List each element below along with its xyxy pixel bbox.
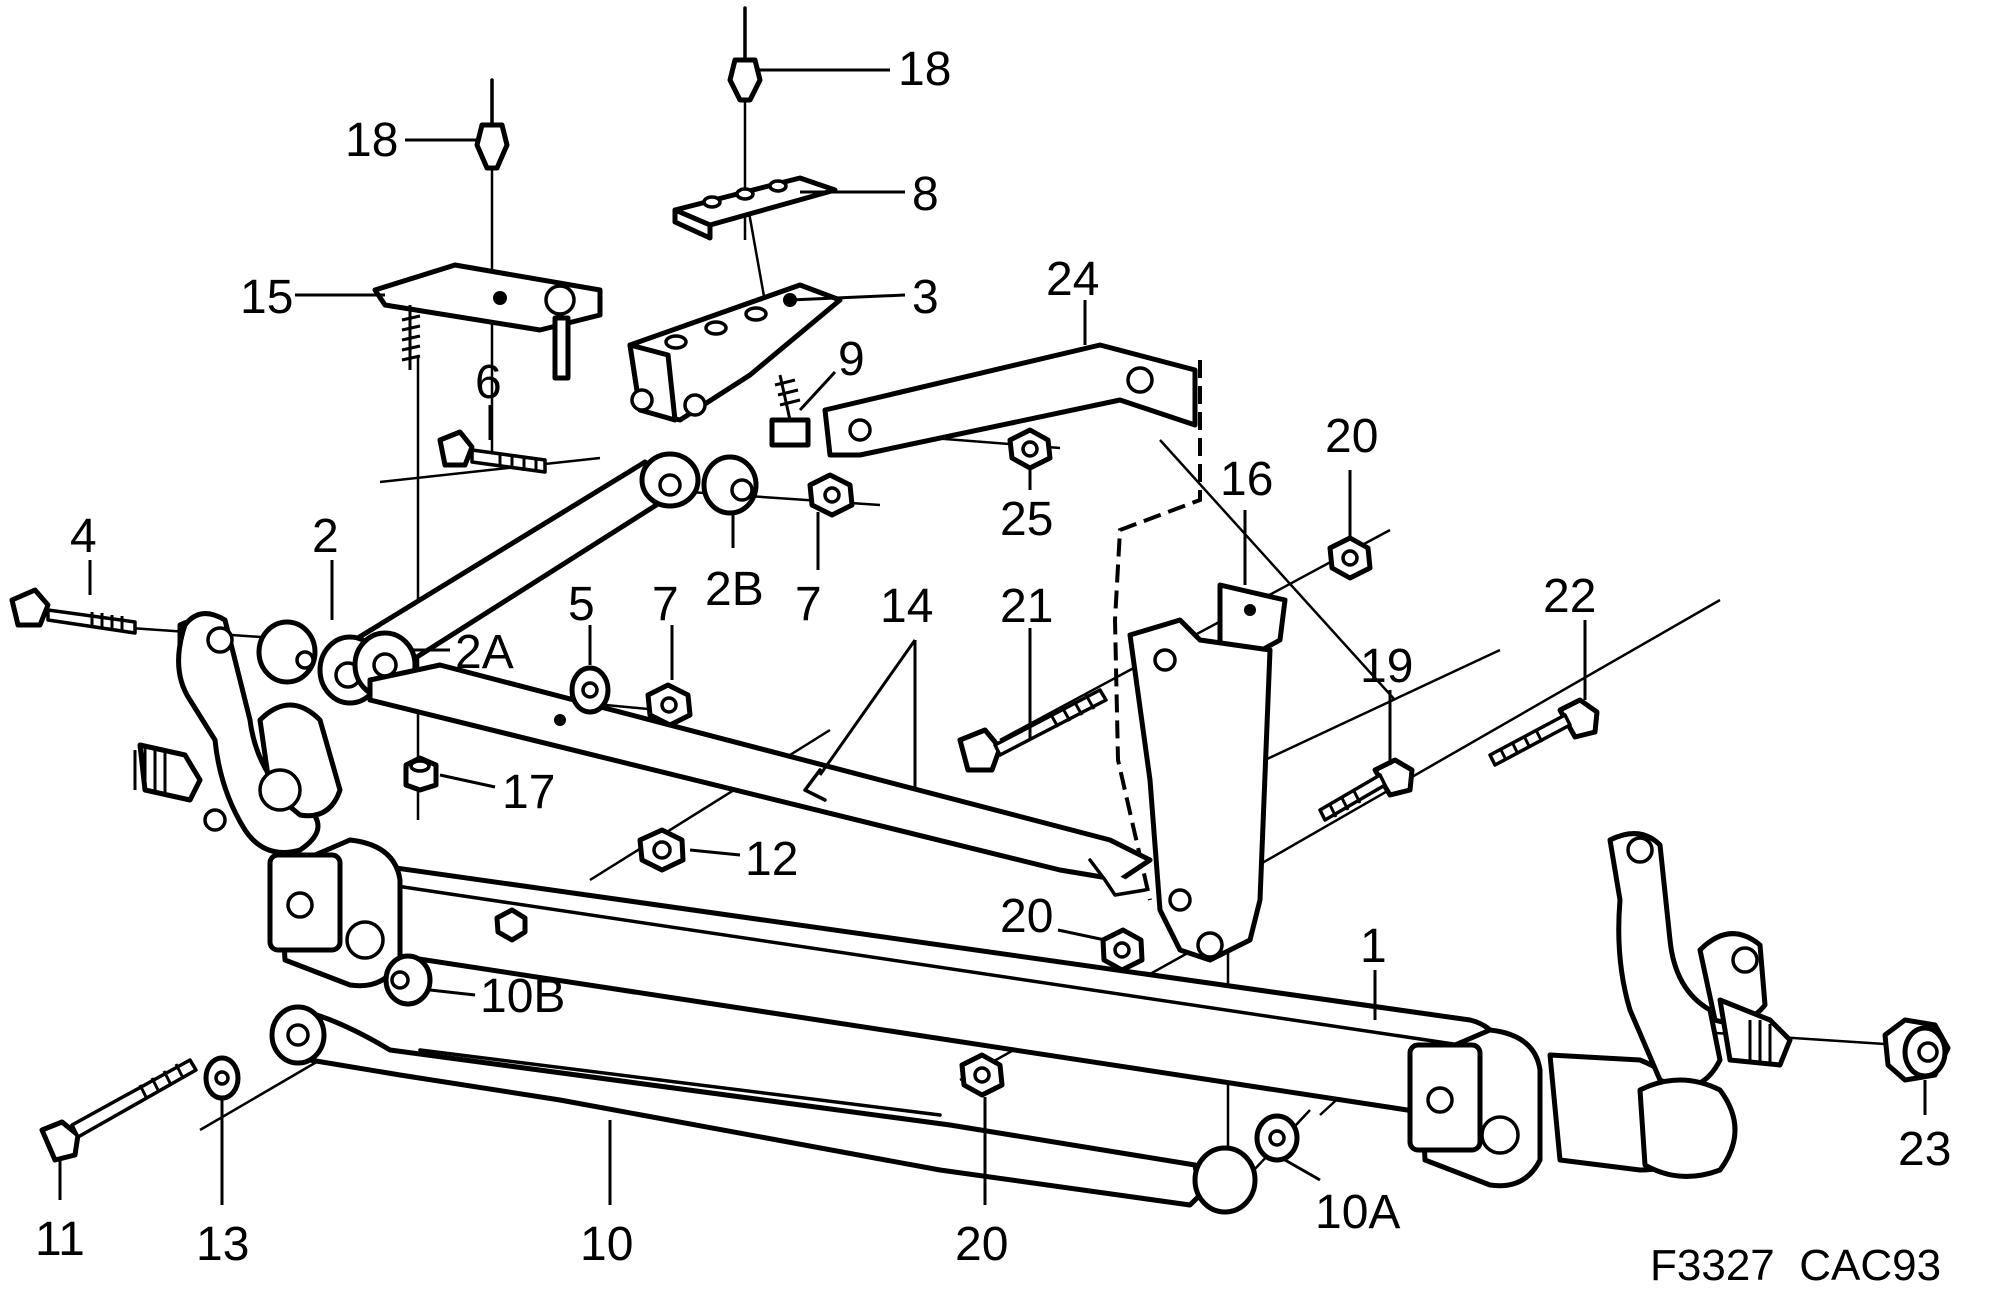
bolt-part-19	[1318, 757, 1415, 822]
label-4: 4	[70, 510, 97, 563]
label-9: 9	[838, 333, 865, 386]
screw-part-9	[769, 374, 811, 448]
nut-part-10b-small	[494, 907, 528, 943]
label-7-upper: 7	[795, 578, 822, 631]
bolt-part-4	[9, 587, 137, 635]
bracket-part-24	[822, 342, 1198, 458]
stabilizer-bar-part-14	[367, 662, 1153, 897]
label-22: 22	[1543, 570, 1596, 623]
nut-part-12	[637, 827, 686, 873]
label-7-lower: 7	[652, 578, 679, 631]
label-5: 5	[568, 578, 595, 631]
nut-part-20-upper	[1327, 535, 1373, 581]
leader-lines	[58, 68, 1927, 1205]
label-20-upper: 20	[1325, 410, 1378, 463]
nut-part-7-lower	[645, 682, 693, 728]
nut-part-20-middle	[1100, 927, 1145, 973]
label-10a: 10A	[1315, 1186, 1400, 1239]
steering-knuckle-left	[133, 611, 343, 855]
label-20-lower: 20	[955, 1218, 1008, 1271]
nut-part-25	[1007, 427, 1053, 471]
nut-part-20-lower	[959, 1052, 1005, 1098]
label-17: 17	[502, 766, 555, 819]
lower-control-arm-part-10	[269, 1004, 1258, 1215]
bracket-outline-dashed	[1112, 360, 1202, 901]
axle-beam-part-1	[267, 837, 1703, 1189]
nut-part-17	[403, 755, 439, 793]
bolt-part-22	[1488, 697, 1600, 767]
label-1: 1	[1360, 920, 1387, 973]
bolt-part-11	[39, 1058, 198, 1163]
bracket-part-16	[1127, 582, 1288, 963]
label-23: 23	[1898, 1123, 1951, 1176]
callout-labels: 18 18 8 15 3 24 9 6 25 20 16 4 2 2B 7 5 …	[35, 43, 1951, 1271]
label-14: 14	[880, 580, 933, 633]
bracket-part-15	[372, 262, 603, 381]
rivet-part-18-upper	[727, 6, 763, 103]
washer-part-13	[203, 1055, 241, 1101]
bushing-part-2b	[701, 454, 759, 516]
label-3: 3	[912, 271, 939, 324]
rivet-part-18-left	[474, 78, 510, 171]
label-18-left: 18	[345, 114, 398, 167]
plate-part-8	[672, 175, 838, 241]
label-8: 8	[912, 168, 939, 221]
bolt-part-6	[437, 429, 547, 474]
label-10b: 10B	[480, 970, 565, 1023]
bracket-part-3	[627, 282, 843, 423]
label-6: 6	[475, 356, 502, 409]
label-25: 25	[1000, 493, 1053, 546]
label-10: 10	[580, 1218, 633, 1271]
bushing-part-10a	[1254, 1113, 1300, 1163]
label-16: 16	[1220, 453, 1273, 506]
label-19: 19	[1360, 640, 1413, 693]
steering-knuckle-right	[1607, 831, 1793, 1179]
label-2: 2	[312, 510, 339, 563]
hub-nut-part-23	[1882, 1017, 1951, 1083]
figure-code: F3327 CAC93	[1650, 1241, 1941, 1290]
nut-part-7-upper	[807, 472, 855, 518]
washer-part-5	[569, 665, 611, 715]
label-15: 15	[240, 271, 293, 324]
label-20-middle: 20	[1000, 890, 1053, 943]
label-11: 11	[35, 1213, 85, 1266]
label-24: 24	[1046, 253, 1099, 306]
label-18-upper: 18	[898, 43, 951, 96]
bushing-left-large	[256, 619, 318, 685]
label-2a: 2A	[455, 626, 514, 679]
bolt-part-21	[957, 688, 1108, 773]
bushing-part-10b	[383, 953, 433, 1007]
label-12: 12	[745, 833, 798, 886]
label-2b: 2B	[705, 563, 764, 616]
label-13: 13	[196, 1218, 249, 1271]
label-21: 21	[1000, 580, 1053, 633]
